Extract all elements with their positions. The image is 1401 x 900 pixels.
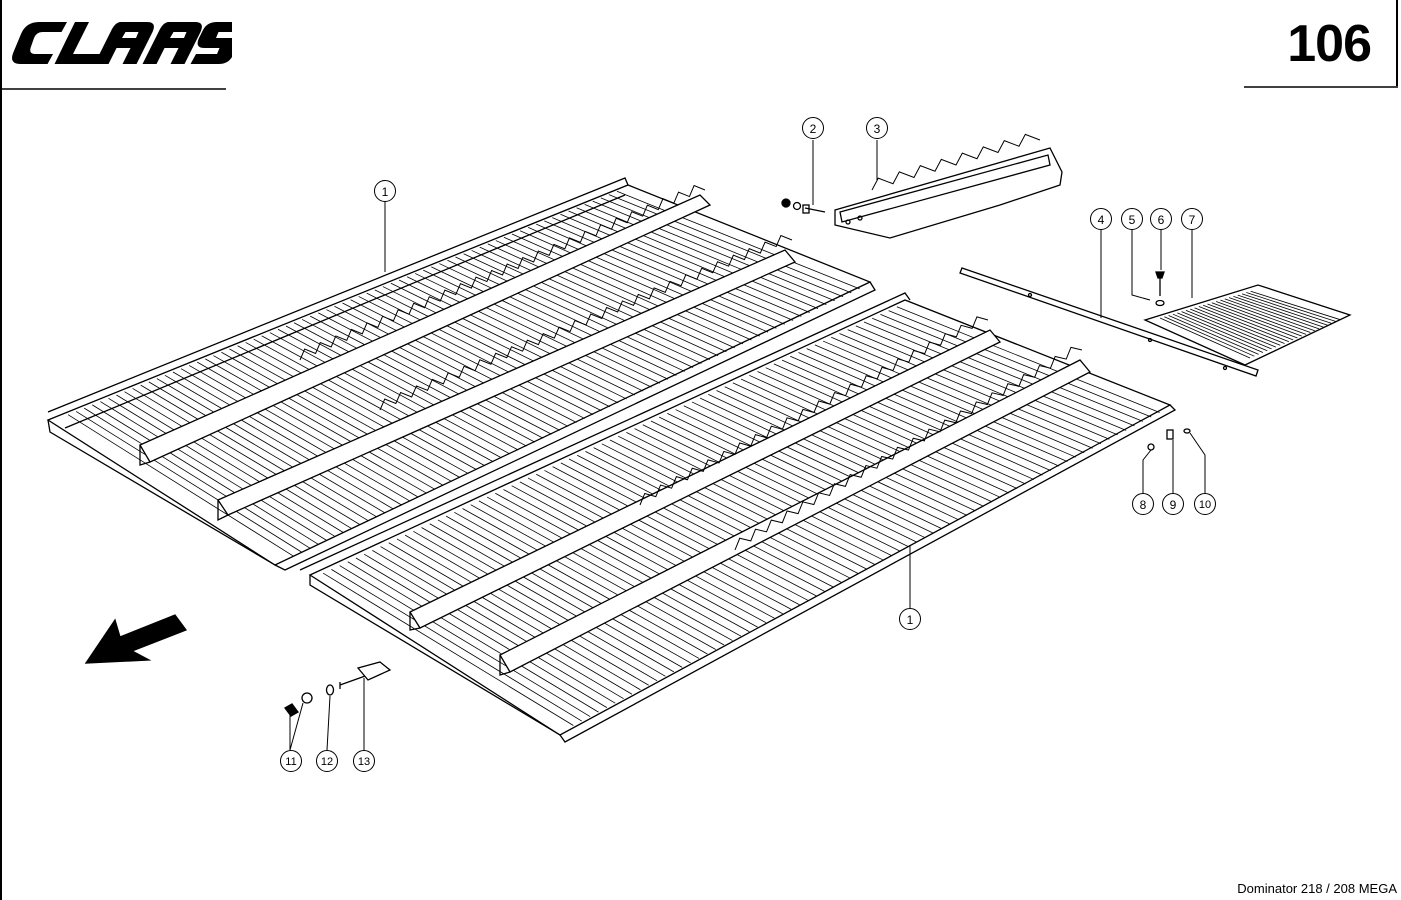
callout-6: 6 bbox=[1150, 208, 1172, 230]
callout-1-lower: 1 bbox=[899, 608, 921, 630]
toothed-rail-part3 bbox=[834, 133, 1063, 239]
bolt-part2 bbox=[781, 198, 826, 214]
callout-3: 3 bbox=[866, 117, 888, 139]
strip-part4 bbox=[959, 267, 1259, 377]
callout-9: 9 bbox=[1162, 493, 1184, 515]
claas-logo bbox=[12, 22, 232, 64]
comb-part7 bbox=[1143, 284, 1352, 366]
callout-12: 12 bbox=[316, 750, 338, 772]
callout-1-upper: 1 bbox=[374, 180, 396, 202]
page-number: 106 bbox=[1287, 15, 1372, 73]
sieve-lamellae-lower bbox=[322, 306, 1160, 726]
sieve-section-upper bbox=[46, 177, 876, 571]
direction-arrow-icon bbox=[84, 614, 188, 664]
leader-lines bbox=[289, 140, 1206, 751]
sieve-section-lower bbox=[299, 292, 1177, 743]
callout-4: 4 bbox=[1090, 208, 1112, 230]
screw-part6 bbox=[1155, 271, 1165, 307]
callout-11: 11 bbox=[280, 750, 302, 772]
callout-13: 13 bbox=[353, 750, 375, 772]
callout-2: 2 bbox=[802, 117, 824, 139]
callout-5: 5 bbox=[1121, 208, 1143, 230]
model-footer: Dominator 218 / 208 MEGA bbox=[1237, 881, 1397, 896]
sieve-lamellae-upper bbox=[67, 190, 860, 557]
callout-10: 10 bbox=[1194, 493, 1216, 515]
callout-7: 7 bbox=[1181, 208, 1203, 230]
small-parts-8-9-10 bbox=[1147, 428, 1191, 451]
callout-8: 8 bbox=[1132, 493, 1154, 515]
small-parts-11-12-13 bbox=[284, 661, 392, 717]
